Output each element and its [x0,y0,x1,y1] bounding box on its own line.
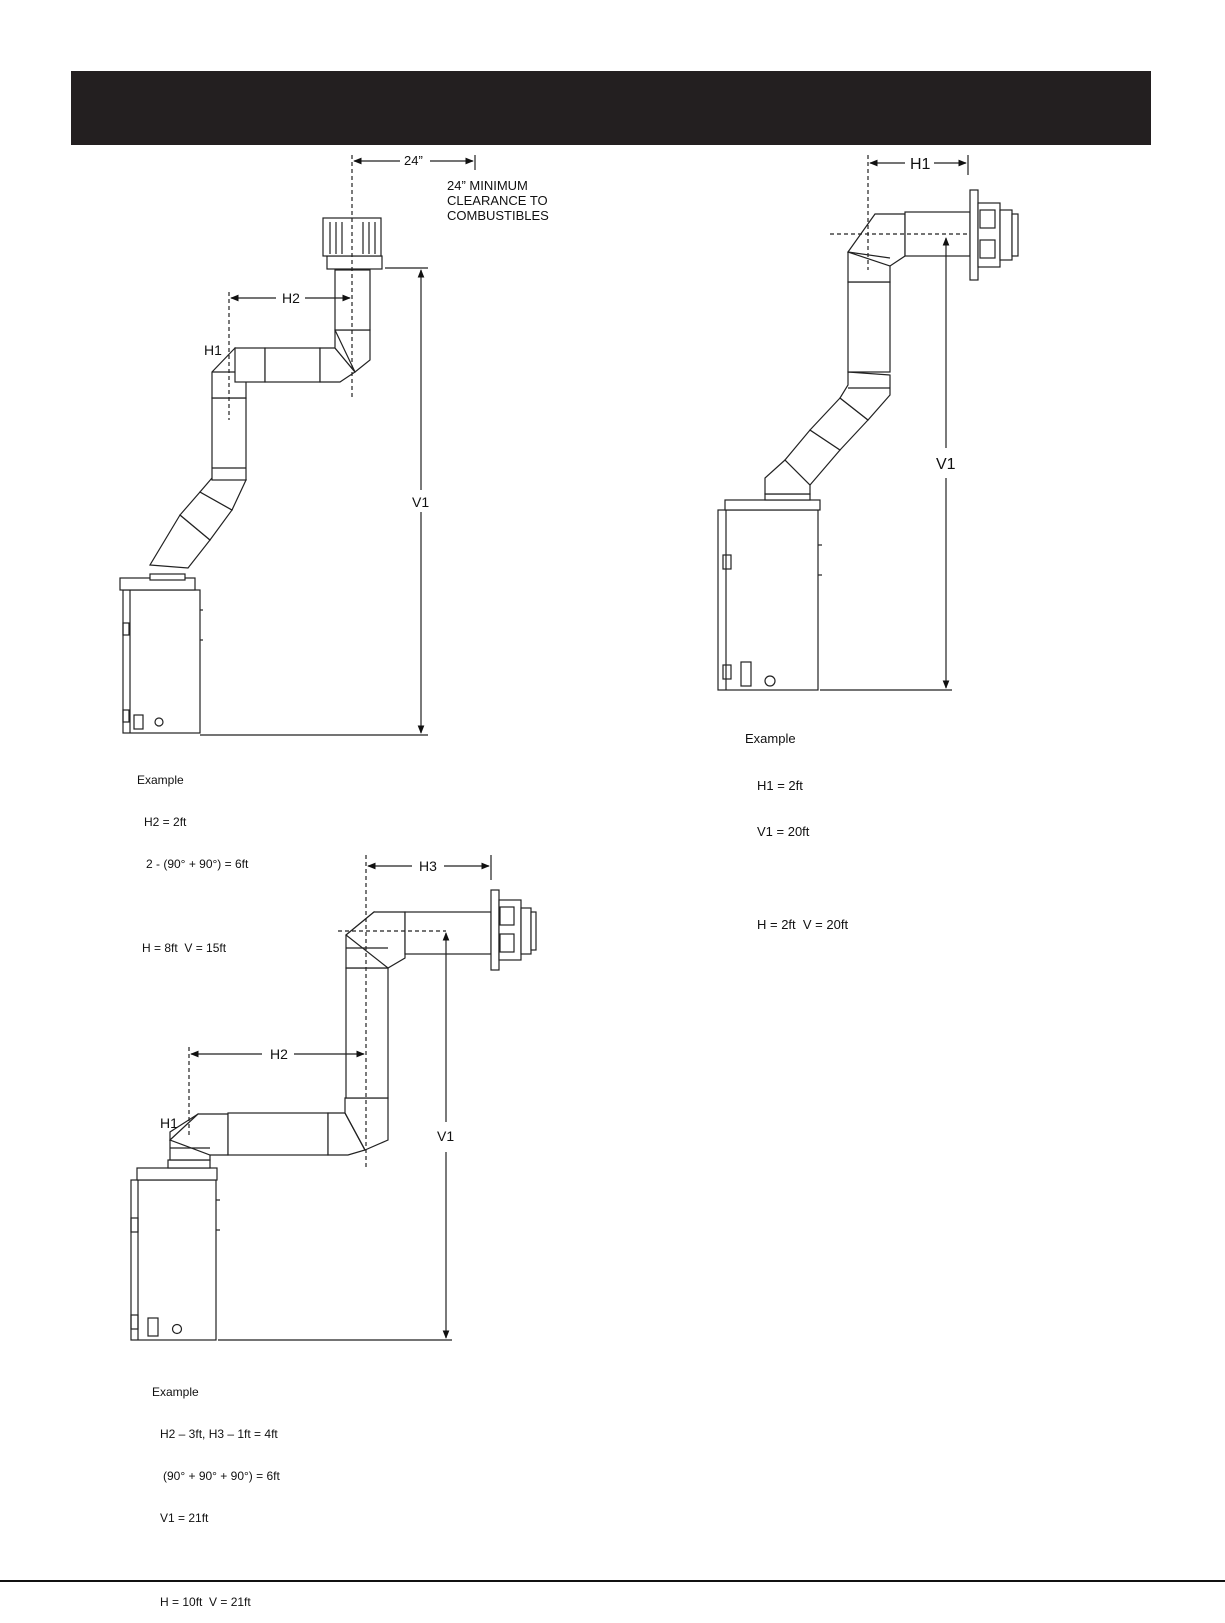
h3-label-c: H3 [419,858,437,874]
diagram-a [119,155,476,736]
h2-label-a: H2 [282,290,300,306]
vent-pipe-b [764,189,1019,495]
footer-rule [0,1580,1225,1582]
example-b-line-4: H = 2ft V = 20ft [757,916,849,932]
example-a-line-3 [137,899,248,913]
example-b: Example H1 = 2ft V1 = 20ft H = 2ft V = 2… [745,700,848,948]
example-a-title: Example [137,773,184,787]
example-a-line-4: H = 8ft V = 15ft [142,941,227,955]
example-b-title: Example [745,731,796,746]
diagram-c [130,855,537,1341]
example-c-line-2: (90° + 90° + 90°) = 6ft [163,1469,280,1483]
clearance-note-line-1: 24” MINIMUM [447,178,528,193]
example-a-line-2: 2 - (90° + 90°) = 6ft [146,857,249,871]
vent-diagrams: 24” 24” MINIMUM CLEARANCE TO COMBUSTIBLE… [119,153,1019,1341]
v1-label-a: V1 [412,494,429,510]
example-b-line-3 [745,871,848,886]
v1-label-b: V1 [936,456,956,473]
appliance-a [119,573,203,734]
v1-label-c: V1 [437,1128,454,1144]
example-c-line-3: V1 = 21ft [160,1511,209,1525]
example-c-line-5: H = 10ft V = 21ft [160,1595,251,1609]
h1-label-c: H1 [160,1115,178,1131]
example-c: Example H2 – 3ft, H3 – 1ft = 4ft (90° + … [152,1357,280,1623]
appliance-c [130,1159,220,1341]
clearance-dim-label: 24” [404,153,423,168]
vent-pipe-a [148,217,383,569]
h2-label-c: H2 [270,1046,288,1062]
h1-label-b: H1 [910,156,931,173]
example-b-line-1: H1 = 2ft [757,777,803,793]
vent-pipe-c [168,889,537,1161]
example-c-line-4 [152,1553,280,1567]
example-c-line-1: H2 – 3ft, H3 – 1ft = 4ft [160,1427,278,1441]
h1-label-a: H1 [204,342,222,358]
clearance-note-line-3: COMBUSTIBLES [447,208,549,223]
example-a: Example H2 = 2ft 2 - (90° + 90°) = 6ft H… [137,745,248,969]
example-c-title: Example [152,1385,199,1399]
example-b-line-2: V1 = 20ft [757,824,810,839]
header-bar [71,71,1151,145]
appliance-b [717,493,822,691]
diagram-b [717,155,1019,691]
clearance-note-line-2: CLEARANCE TO [447,193,548,208]
example-a-line-1: H2 = 2ft [144,815,187,829]
